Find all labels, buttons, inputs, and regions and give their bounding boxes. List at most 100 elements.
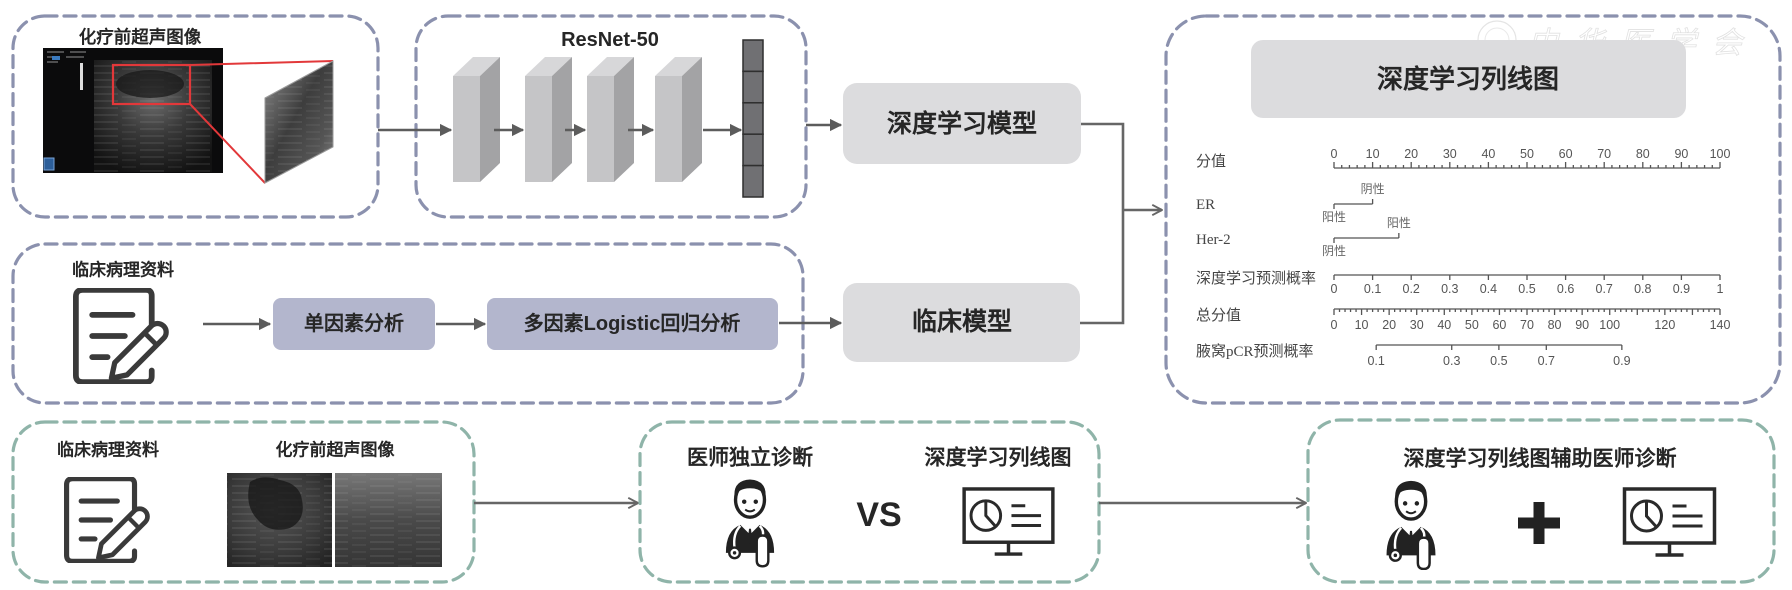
resnet-title: ResNet-50 — [561, 29, 659, 51]
nomogram-diagnosis-title: 深度学习列线图 — [925, 446, 1072, 470]
conv-block — [453, 57, 500, 182]
deep-learning-model-label: 深度学习模型 — [887, 109, 1037, 138]
points-tick-label: 100 — [1710, 147, 1731, 161]
variable-level-label: 阳性 — [1387, 216, 1411, 230]
dl-probability-tick-label: 0.8 — [1634, 282, 1651, 296]
validation-clinical-title: 临床病理资料 — [57, 440, 159, 460]
ultrasound-texture — [335, 473, 442, 567]
total-points-tick-label: 120 — [1654, 318, 1675, 332]
tumor-region — [248, 477, 303, 530]
points-tick-label: 50 — [1520, 147, 1534, 161]
nomogram-title-box — [1251, 40, 1686, 118]
resnet-panel — [414, 14, 808, 219]
assisted-diagnosis-panel — [1306, 418, 1776, 584]
total-points-tick-label: 70 — [1520, 318, 1534, 332]
variable-level-label: 阴性 — [1322, 244, 1346, 258]
monitor-chart-icon — [962, 487, 1055, 556]
nomogram-title: 深度学习列线图 — [1377, 64, 1559, 94]
total-points-tick-label: 40 — [1437, 318, 1451, 332]
dl-probability-tick-label: 0.2 — [1403, 282, 1420, 296]
dl-probability-tick-label: 0.5 — [1518, 282, 1535, 296]
total-points-tick-label: 60 — [1492, 318, 1506, 332]
document-edit-icon — [76, 290, 166, 382]
variable-level-label: 阴性 — [1361, 182, 1385, 196]
variable-level-label: 阳性 — [1322, 210, 1346, 224]
total-points-row-label: 总分值 — [1196, 307, 1241, 324]
body-marker-icon — [43, 157, 55, 171]
clinical-panel-title: 临床病理资料 — [72, 260, 174, 280]
points-tick-label: 40 — [1481, 147, 1495, 161]
points-tick-label: 80 — [1636, 147, 1650, 161]
points-tick-label: 70 — [1597, 147, 1611, 161]
her2-row-label: Her-2 — [1196, 232, 1231, 248]
total-points-tick-label: 50 — [1465, 318, 1479, 332]
pcr-probability-tick-label: 0.1 — [1367, 354, 1384, 368]
points-tick-label: 90 — [1674, 147, 1688, 161]
feature-vector-cell — [742, 133, 764, 167]
dl-probability-tick-label: 0.4 — [1480, 282, 1497, 296]
conv-block — [525, 57, 572, 182]
pcr-probability-tick-label: 0.7 — [1538, 354, 1555, 368]
versus-label: VS — [856, 496, 901, 534]
total-points-tick-label: 80 — [1548, 318, 1562, 332]
univariate-analysis-label: 单因素分析 — [304, 311, 404, 335]
plus-icon — [1518, 502, 1560, 544]
total-points-tick-label: 100 — [1599, 318, 1620, 332]
er-row-label: ER — [1196, 197, 1215, 213]
dl-probability-tick-label: 0.6 — [1557, 282, 1574, 296]
pcr-probability-tick-label: 0.3 — [1443, 354, 1460, 368]
pcr-probability-tick-label: 0.5 — [1490, 354, 1507, 368]
points-tick-label: 60 — [1559, 147, 1573, 161]
roi-box — [111, 63, 192, 106]
pcr-probability-row-label: 腋窝pCR预测概率 — [1196, 342, 1314, 360]
multivariate-logistic-box — [487, 298, 778, 350]
dl-probability-tick-label: 0.3 — [1441, 282, 1458, 296]
total-points-tick-label: 10 — [1355, 318, 1369, 332]
assisted-diagnosis-title: 深度学习列线图辅助医师诊断 — [1404, 447, 1677, 471]
univariate-analysis-box — [273, 298, 435, 350]
ultrasound-panel — [11, 14, 380, 219]
conv-block — [587, 57, 634, 182]
feature-vector-cell — [742, 102, 764, 135]
pcr-probability-tick-label: 0.9 — [1613, 354, 1630, 368]
clinical-model-label: 临床模型 — [912, 307, 1012, 336]
roi-crop-texture — [265, 61, 333, 183]
clinical-model-box — [843, 283, 1080, 362]
dl-probability-tick-label: 0 — [1331, 282, 1338, 296]
points-tick-label: 0 — [1331, 147, 1338, 161]
points-row-label: 分值 — [1196, 153, 1226, 170]
total-points-tick-label: 140 — [1710, 318, 1731, 332]
total-points-tick-label: 20 — [1382, 318, 1396, 332]
dl-probability-tick-label: 0.9 — [1673, 282, 1690, 296]
conv-block — [655, 57, 702, 182]
feature-vector — [742, 39, 764, 198]
deep-learning-model-box — [843, 83, 1081, 164]
roi-projection-lines — [189, 60, 334, 184]
ultrasound-image — [227, 473, 332, 567]
multivariate-logistic-label: 多因素Logistic回归分析 — [524, 311, 741, 335]
dl-probability-tick-label: 1 — [1717, 282, 1724, 296]
monitor-chart-icon — [1622, 487, 1717, 557]
document-edit-icon — [67, 479, 148, 562]
points-tick-label: 30 — [1443, 147, 1457, 161]
dl-probability-tick-label: 0.1 — [1364, 282, 1381, 296]
dl-probability-row-label: 深度学习预测概率 — [1196, 270, 1316, 287]
total-points-tick-label: 0 — [1331, 318, 1338, 332]
doctor-icon — [724, 477, 776, 568]
total-points-tick-label: 30 — [1410, 318, 1424, 332]
model-merge-connector — [1080, 122, 1125, 325]
ultrasound-image — [335, 473, 442, 567]
physician-diagnosis-title: 医师独立诊断 — [687, 446, 813, 470]
points-tick-label: 10 — [1366, 147, 1380, 161]
ultrasound-panel-title: 化疗前超声图像 — [79, 27, 202, 47]
feature-vector-cell — [742, 70, 764, 104]
validation-ultrasound-title: 化疗前超声图像 — [276, 440, 396, 460]
total-points-tick-label: 90 — [1575, 318, 1589, 332]
ultrasound-probe-marker — [52, 56, 60, 60]
feature-vector-cell — [742, 164, 764, 198]
feature-vector-cell — [742, 39, 764, 73]
tumor-region — [116, 70, 184, 98]
